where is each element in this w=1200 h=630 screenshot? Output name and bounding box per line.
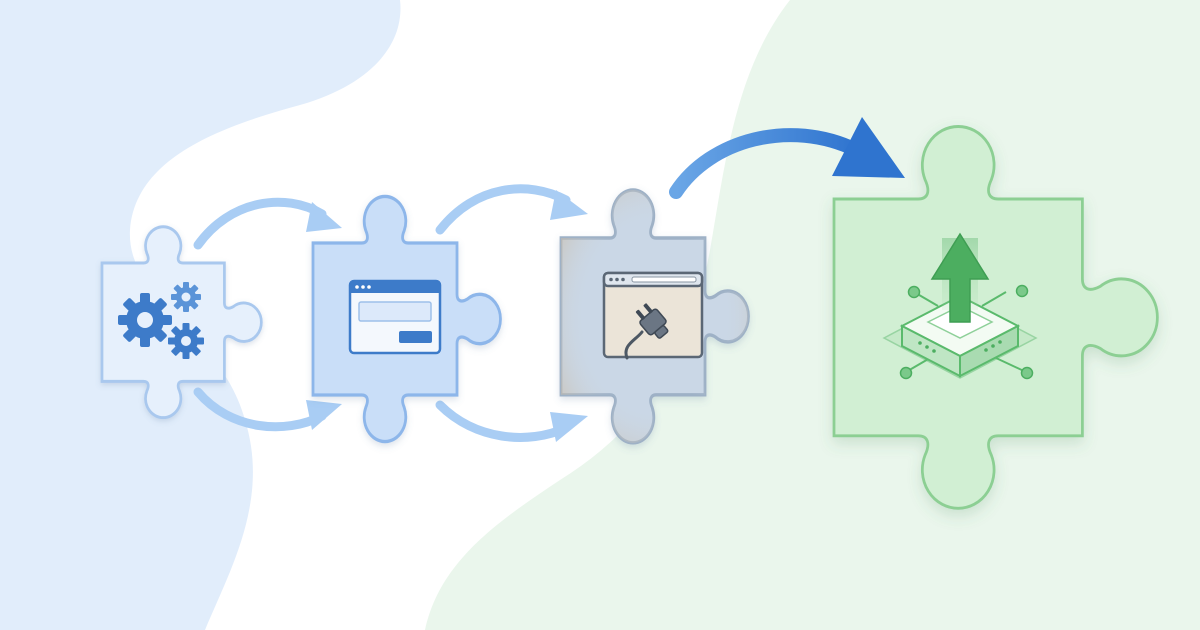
server-upload-icon (882, 232, 1038, 380)
gears-icon (118, 282, 204, 359)
plug-icon (624, 303, 669, 360)
plugin-window-icon (602, 271, 704, 360)
app-window-icon (348, 279, 442, 355)
arrow-2-bottom (435, 400, 571, 442)
arrow-2-bottom-head (550, 412, 588, 442)
arrow-1-top-head (306, 202, 342, 232)
arrow-3-main (669, 128, 863, 199)
arrow-2-top-head (550, 190, 588, 220)
arrow-3-main-head (832, 117, 905, 178)
blue-wash (0, 0, 401, 630)
arrow-1-bottom-head (306, 400, 342, 430)
arrow-2-top (435, 184, 571, 235)
arrow-1-top (193, 197, 327, 250)
arrow-1-bottom (193, 387, 327, 432)
green-wash (425, 0, 1200, 630)
flow-arrows (193, 117, 905, 442)
